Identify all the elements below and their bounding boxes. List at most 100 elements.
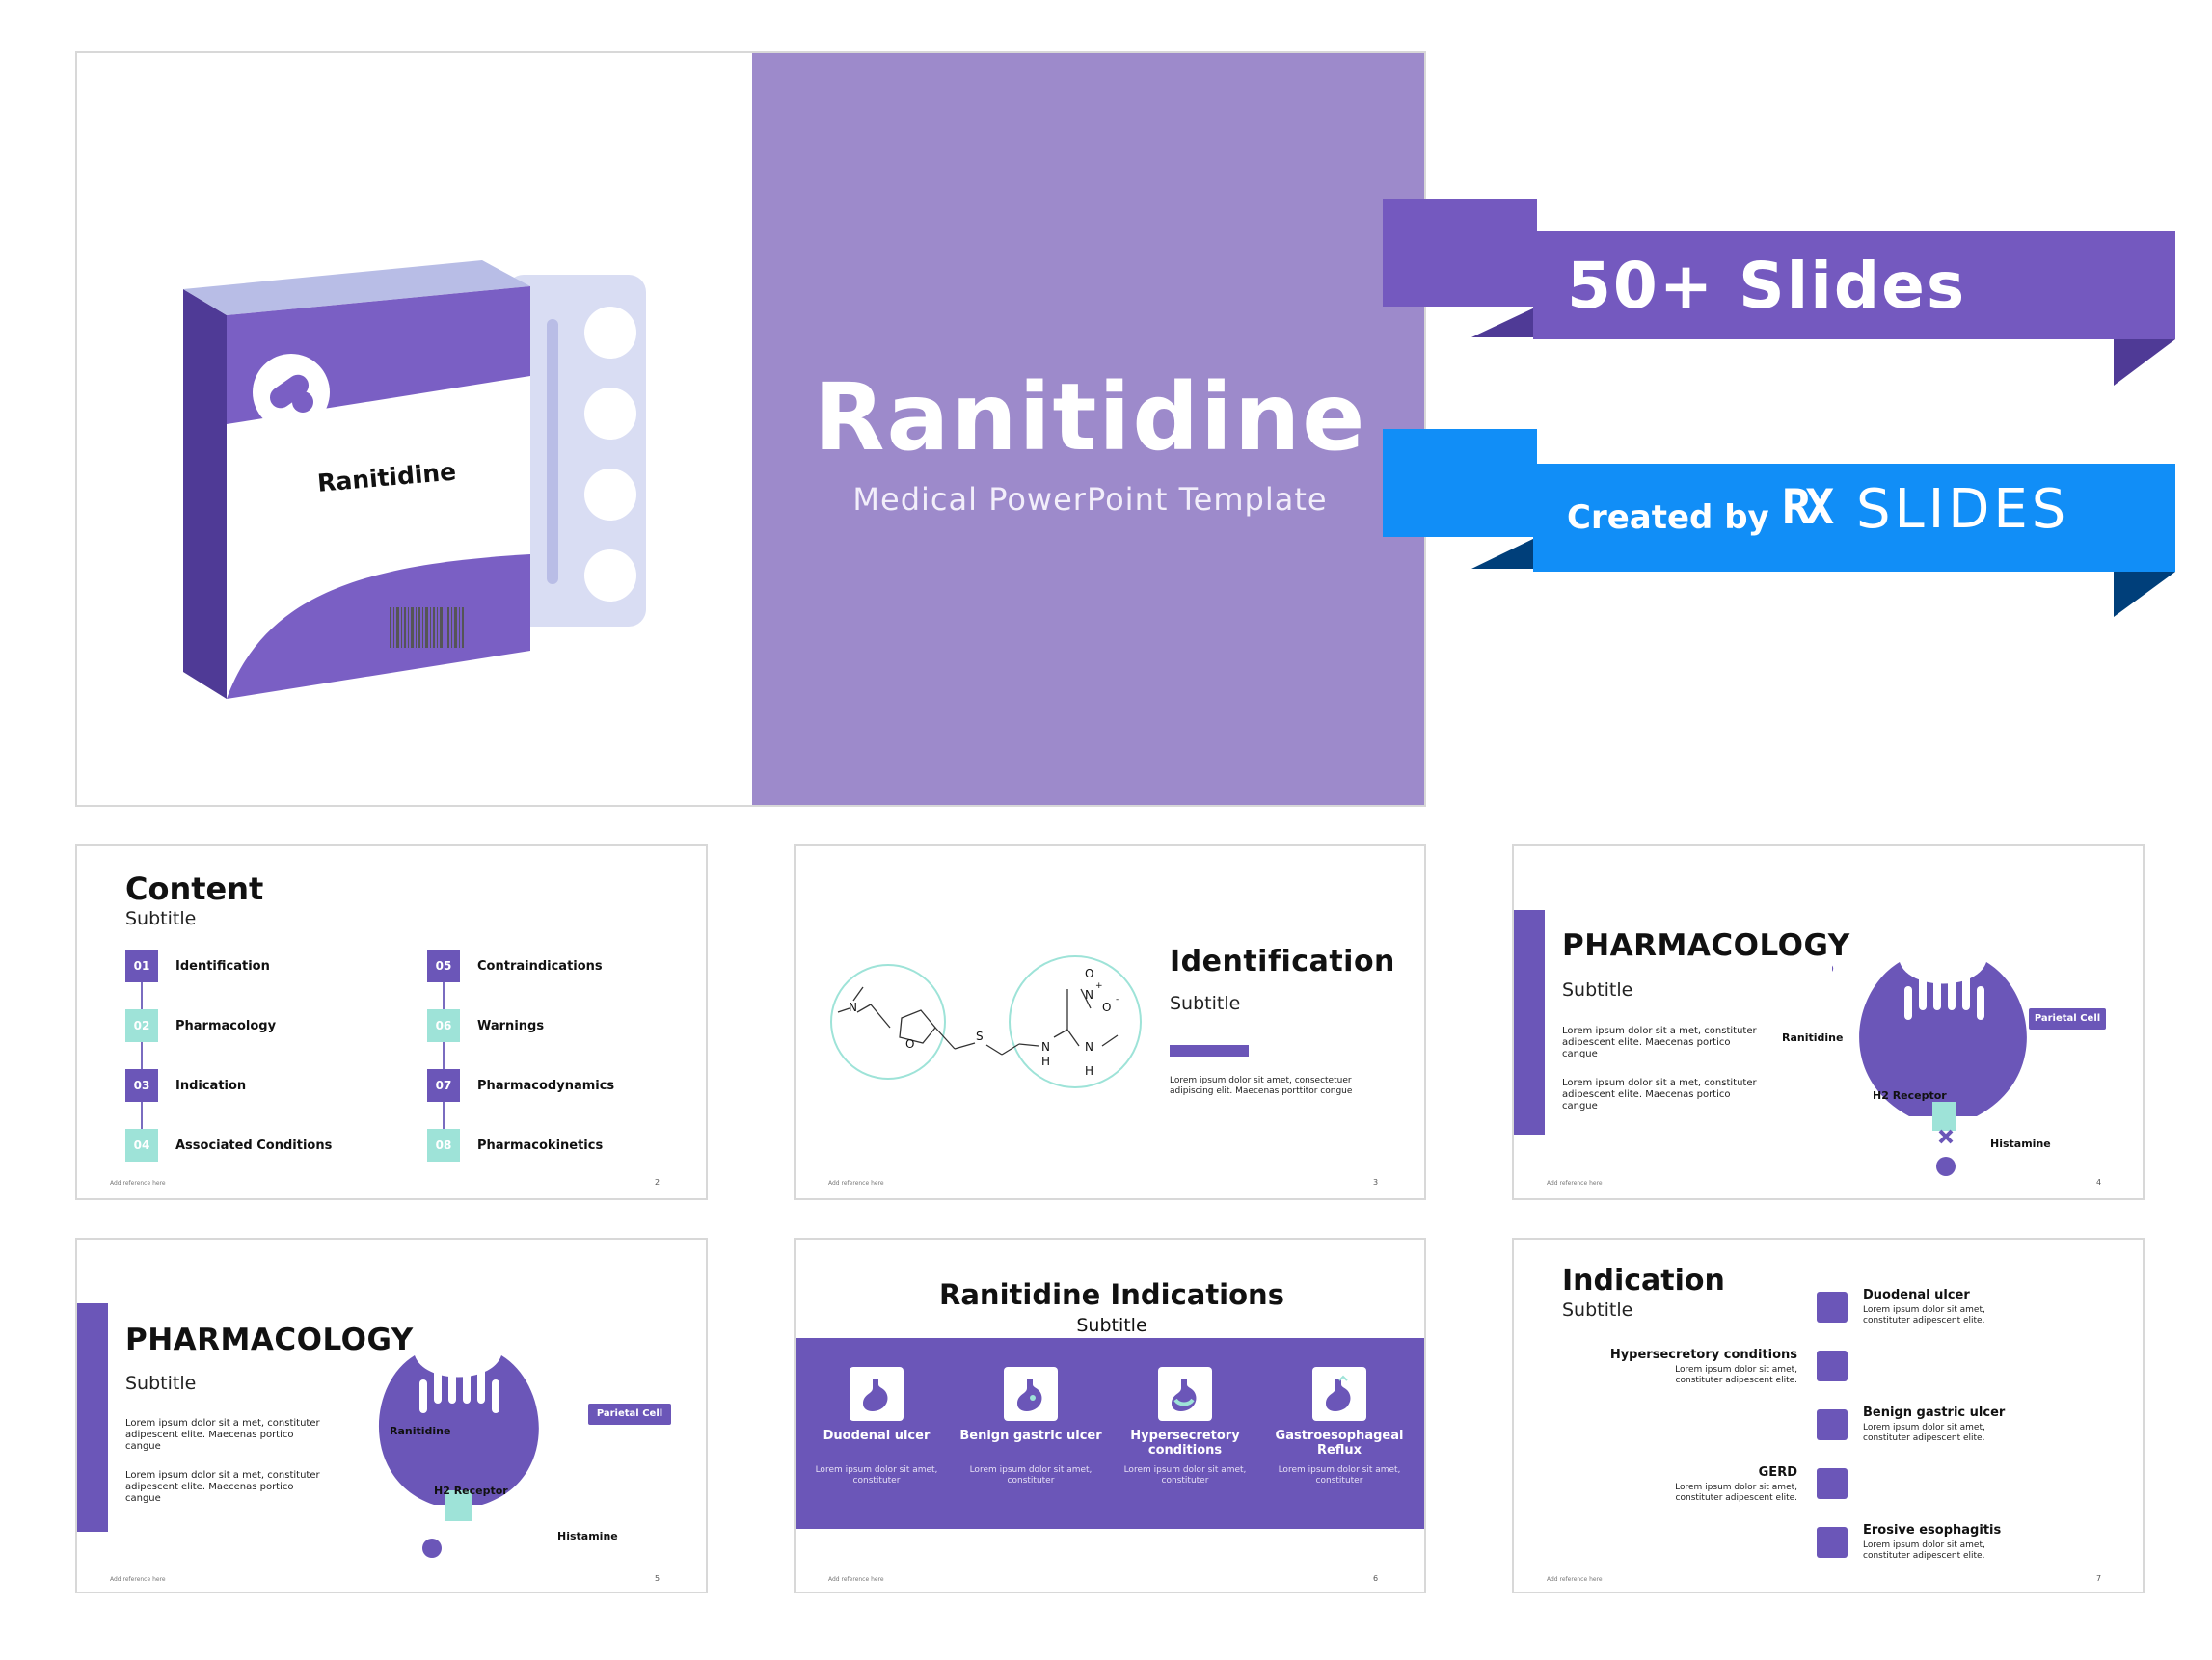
indication-name: Hypersecretory conditions xyxy=(1130,1429,1240,1458)
item-label[interactable]: Warnings xyxy=(477,1019,545,1033)
reference-note: Add reference here xyxy=(828,1180,884,1187)
indication-title: Indication xyxy=(1562,1264,1725,1298)
reference-note: Add reference here xyxy=(828,1576,884,1583)
stomach-icon xyxy=(1817,1351,1848,1381)
indication-name: Gastroesophageal Reflux xyxy=(1275,1429,1404,1458)
indications-subtitle: Subtitle xyxy=(1076,1315,1147,1336)
slide-count-label: 50+ Slides xyxy=(1567,249,1967,323)
indication-desc: Lorem ipsum dolor sit amet, constituter xyxy=(1123,1465,1247,1486)
page-number: 2 xyxy=(655,1178,661,1187)
created-by-label: Created by xyxy=(1567,498,1769,537)
identification-subtitle: Subtitle xyxy=(1170,993,1241,1014)
h2-receptor-label: H2 Receptor xyxy=(1873,1089,1947,1102)
parietal-cell-tag: Parietal Cell xyxy=(588,1404,671,1425)
indication-item-title: GERD xyxy=(1758,1465,1797,1480)
ranitidine-label: Ranitidine xyxy=(390,1425,451,1437)
parietal-cell-diagram xyxy=(378,1355,539,1558)
indication-item-title: Benign gastric ulcer xyxy=(1863,1406,2006,1420)
slide-indications[interactable]: Ranitidine Indications Subtitle Duodenal… xyxy=(794,1238,1426,1593)
page-number: 6 xyxy=(1373,1574,1379,1583)
slide-content[interactable]: Content Subtitle 01 Identification 02 Ph… xyxy=(75,844,708,1200)
hero-title: Ranitidine xyxy=(813,363,1367,471)
page-number: 3 xyxy=(1373,1178,1379,1187)
item-num: 07 xyxy=(427,1069,460,1102)
hero-subtitle: Medical PowerPoint Template xyxy=(852,481,1328,518)
page-number: 4 xyxy=(2096,1178,2102,1187)
indication-item-desc: Lorem ipsum dolor sit amet, constituter … xyxy=(1863,1540,1985,1561)
slide-pharmacology-a[interactable]: PHARMACOLOGY Subtitle Lorem ipsum dolor … xyxy=(1512,844,2145,1200)
content-title: Content xyxy=(125,870,264,907)
reference-note: Add reference here xyxy=(110,1576,166,1583)
stomach-icon xyxy=(1312,1367,1366,1421)
indication-item-title: Duodenal ulcer xyxy=(1863,1288,1970,1302)
identification-text: Lorem ipsum dolor sit amet, consectetuer… xyxy=(1170,1076,1353,1096)
page-number: 7 xyxy=(2096,1574,2102,1583)
pharmacology-subtitle: Subtitle xyxy=(1562,979,1633,1001)
page-number: 5 xyxy=(655,1574,661,1583)
item-label[interactable]: Indication xyxy=(175,1079,247,1093)
atom-label: S xyxy=(976,1030,984,1043)
parietal-cell-diagram xyxy=(1832,962,2027,1176)
atom-label: N xyxy=(1085,1040,1093,1054)
stomach-icon xyxy=(850,1367,904,1421)
atom-label: O xyxy=(905,1037,915,1051)
ribbon-graphics xyxy=(1383,199,2175,617)
stomach-icon xyxy=(1158,1367,1212,1421)
atom-label: O xyxy=(1102,1001,1112,1014)
indication-item-desc: Lorem ipsum dolor sit amet, constituter … xyxy=(1863,1423,1985,1443)
item-label[interactable]: Associated Conditions xyxy=(175,1138,333,1153)
indication-item-desc: Lorem ipsum dolor sit amet, constituter … xyxy=(1863,1305,1985,1325)
pharmacology-title: PHARMACOLOGY xyxy=(1562,928,1850,963)
stomach-icon xyxy=(1817,1527,1848,1558)
slide-identification[interactable]: N O S N H N H N + O O - Identification S… xyxy=(794,844,1426,1200)
ranitidine-label: Ranitidine xyxy=(1782,1031,1844,1044)
slide-pharmacology-b[interactable]: PHARMACOLOGY Subtitle Lorem ipsum dolor … xyxy=(75,1238,708,1593)
item-label[interactable]: Identification xyxy=(175,959,270,974)
medicine-box-illustration xyxy=(183,260,646,699)
charge-plus: + xyxy=(1095,981,1103,991)
pharmacology-title: PHARMACOLOGY xyxy=(125,1323,414,1357)
side-bar xyxy=(77,1303,108,1532)
timeline-left xyxy=(141,974,143,1152)
pharmacology-text-1: Lorem ipsum dolor sit a met, constituter… xyxy=(125,1418,320,1452)
atom-label: N xyxy=(1041,1040,1050,1054)
item-num: 02 xyxy=(125,1009,158,1042)
atom-label: H xyxy=(1085,1064,1094,1078)
brand-rx: RX xyxy=(1782,479,1834,535)
indication-item-title: Hypersecretory conditions xyxy=(1609,1348,1797,1362)
brand-slides: SLIDES xyxy=(1856,478,2070,541)
atom-label: N xyxy=(849,1001,857,1014)
indication-desc: Lorem ipsum dolor sit amet, constituter xyxy=(815,1465,938,1486)
side-bar xyxy=(1514,910,1545,1135)
item-num: 01 xyxy=(125,950,158,982)
slide-indication-list[interactable]: Indication Subtitle Duodenal ulcer Lorem… xyxy=(1512,1238,2145,1593)
pharmacology-text-1: Lorem ipsum dolor sit a met, constituter… xyxy=(1562,1026,1757,1059)
item-label[interactable]: Pharmacodynamics xyxy=(477,1079,615,1093)
histamine-label: Histamine xyxy=(1990,1138,2051,1150)
item-label[interactable]: Pharmacology xyxy=(175,1019,277,1033)
item-num: 06 xyxy=(427,1009,460,1042)
hero-slide[interactable]: Ranitidine Ranitidine Medical PowerPoint… xyxy=(75,51,1426,807)
indication-desc: Lorem ipsum dolor sit amet, constituter xyxy=(969,1465,1093,1486)
stomach-icon xyxy=(1817,1468,1848,1499)
accent-bar xyxy=(1170,1045,1249,1057)
pharmacology-subtitle: Subtitle xyxy=(125,1373,197,1394)
item-num: 04 xyxy=(125,1129,158,1162)
indication-desc: Lorem ipsum dolor sit amet, constituter xyxy=(1278,1465,1401,1486)
identification-title: Identification xyxy=(1170,945,1395,978)
pharmacology-text-2: Lorem ipsum dolor sit a met, constituter… xyxy=(1562,1078,1757,1111)
charge-minus: - xyxy=(1116,995,1119,1004)
item-num: 03 xyxy=(125,1069,158,1102)
stomach-icon xyxy=(1817,1292,1848,1323)
item-label[interactable]: Pharmacokinetics xyxy=(477,1138,604,1153)
timeline-right xyxy=(443,974,445,1152)
item-label[interactable]: Contraindications xyxy=(477,959,603,974)
content-subtitle: Subtitle xyxy=(125,908,197,929)
item-num: 05 xyxy=(427,950,460,982)
reference-note: Add reference here xyxy=(1547,1180,1603,1187)
reference-note: Add reference here xyxy=(1547,1576,1603,1583)
indication-name: Duodenal ulcer xyxy=(823,1429,931,1443)
stomach-icon xyxy=(1004,1367,1058,1421)
reference-note: Add reference here xyxy=(110,1180,166,1187)
stomach-icon xyxy=(1817,1409,1848,1440)
